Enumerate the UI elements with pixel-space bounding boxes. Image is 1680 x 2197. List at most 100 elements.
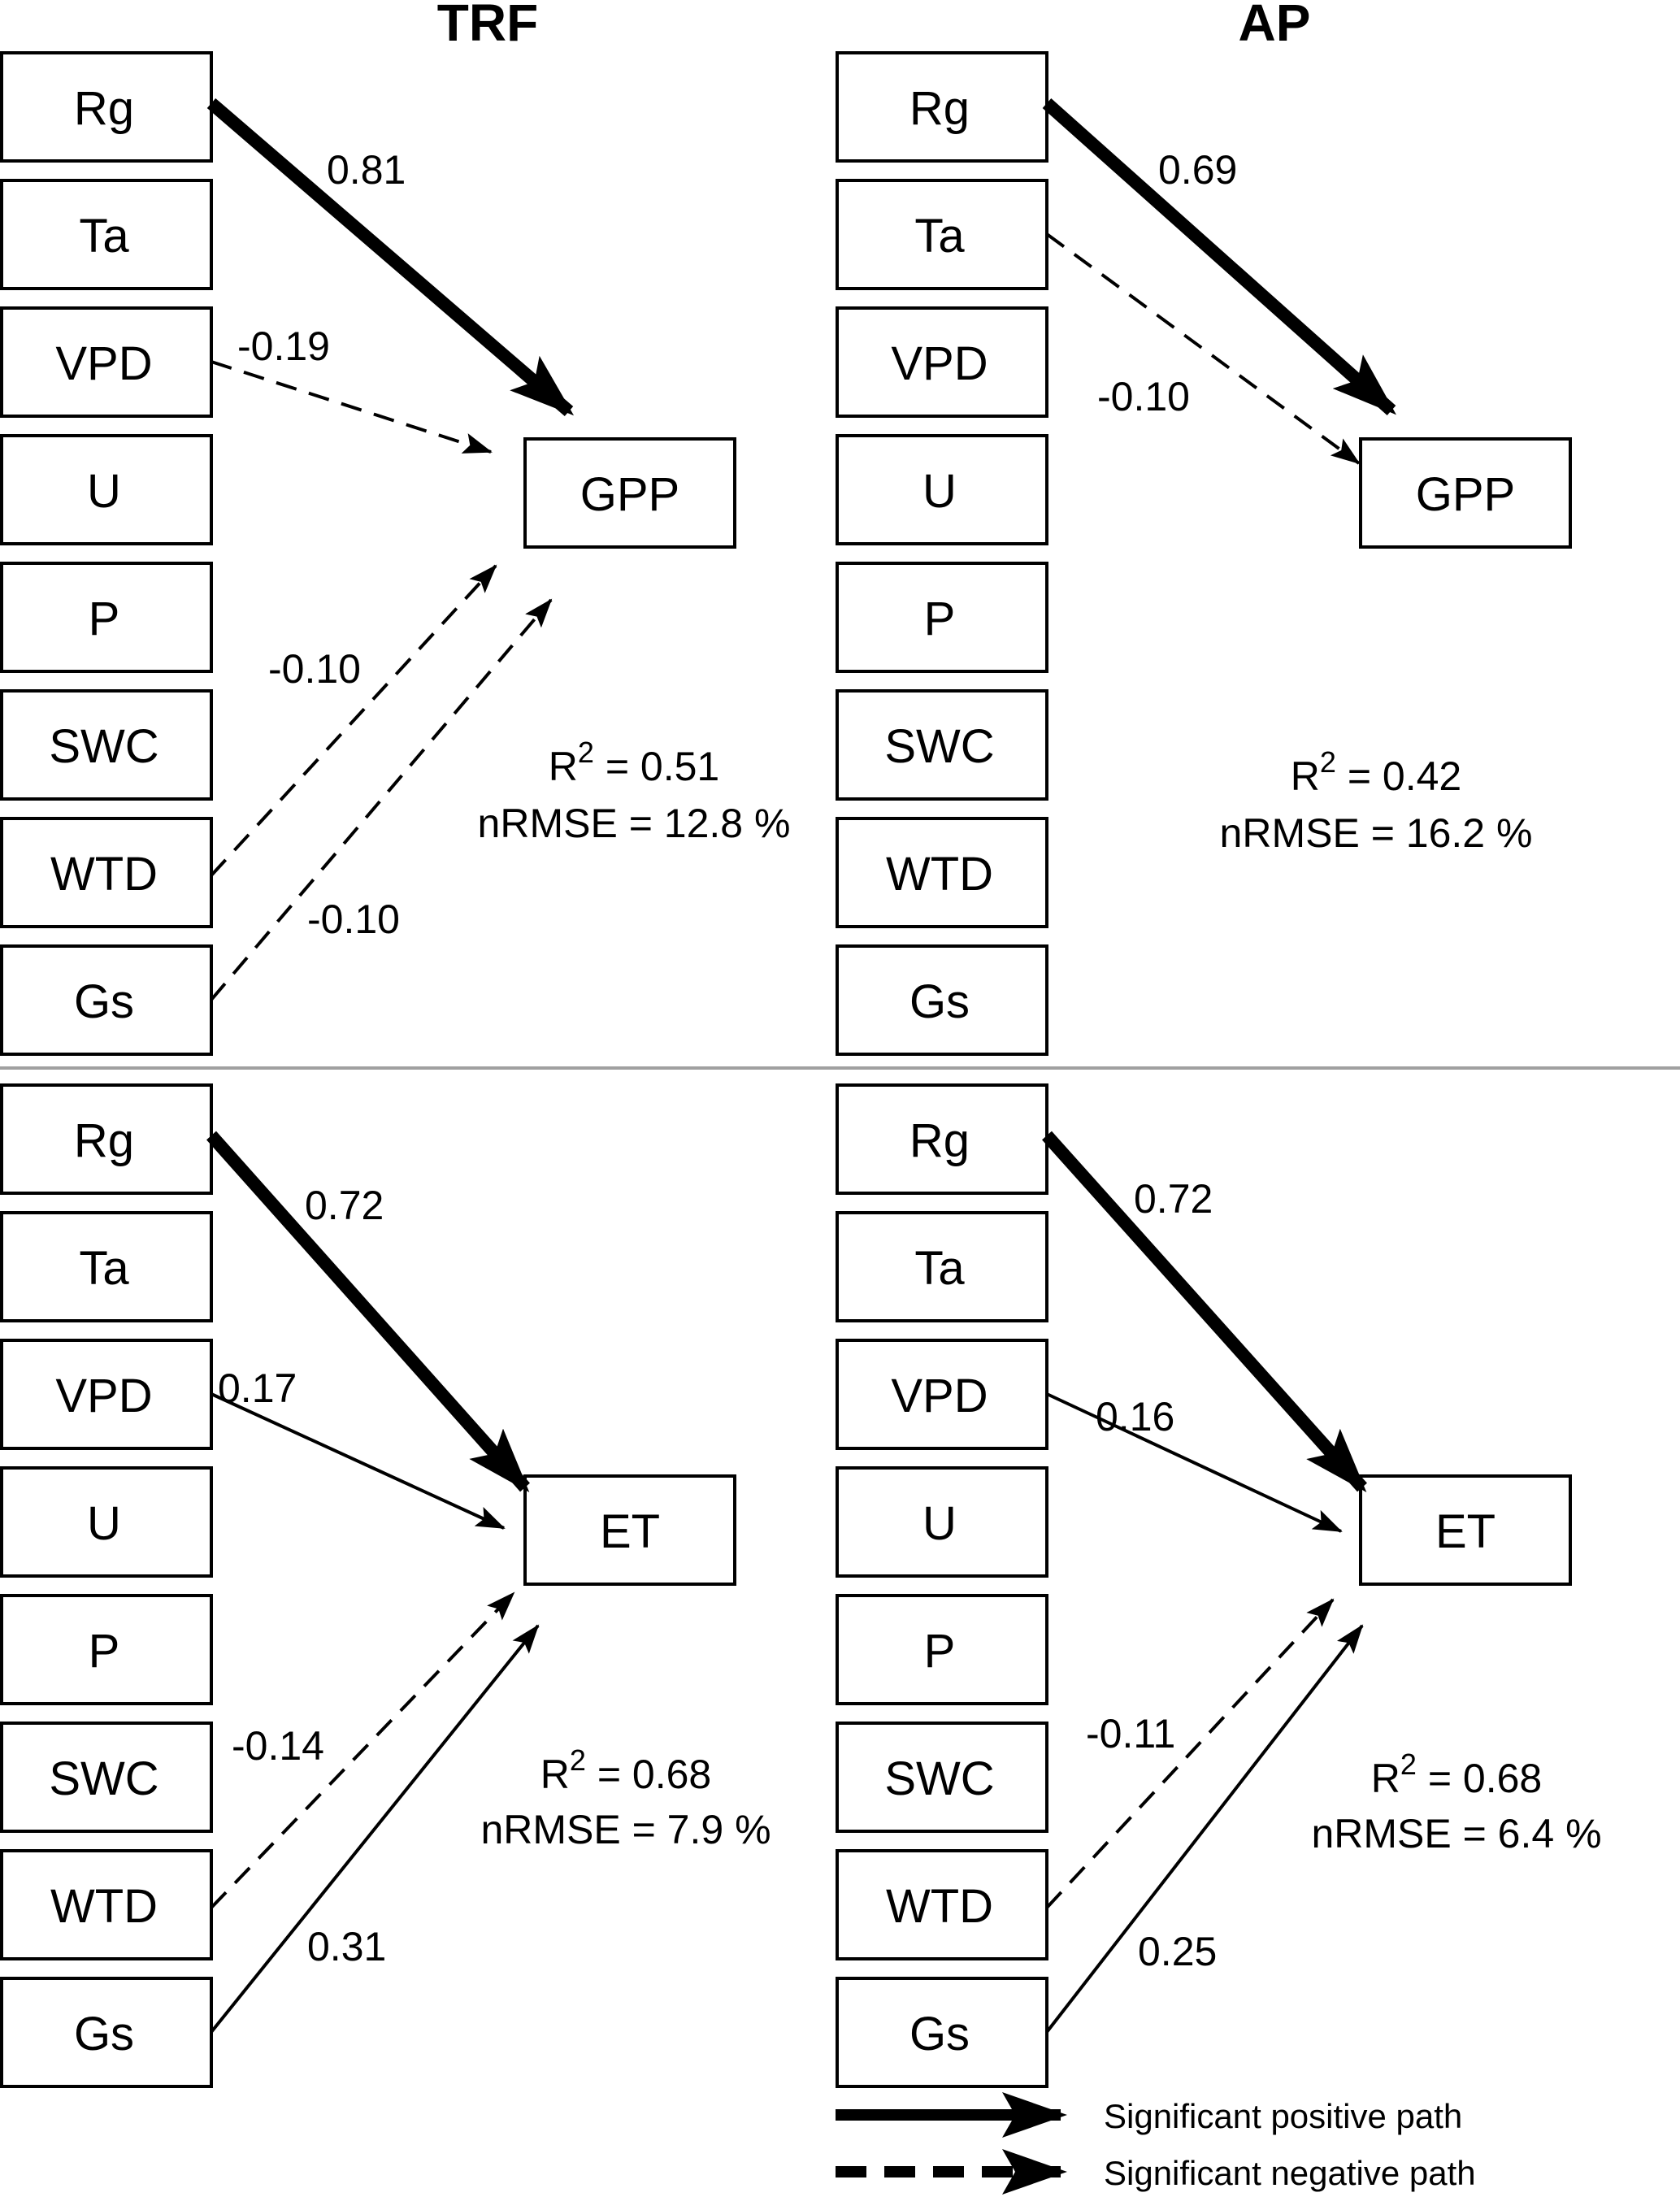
predictor-label: U: [87, 1497, 121, 1550]
panel-trf-gpp: RgTaVPDUPSWCWTDGsGPP0.81-0.19-0.10-0.10R…: [0, 51, 791, 1056]
predictor-label: SWC: [49, 1752, 158, 1805]
predictor-box-u: U: [0, 1466, 213, 1578]
predictor-label: Ta: [914, 1242, 965, 1295]
predictor-box-vpd: VPD: [836, 306, 1048, 418]
predictor-label: P: [89, 1625, 120, 1678]
r-squared: R2 = 0.42: [1291, 745, 1461, 799]
predictor-box-p: P: [0, 562, 213, 673]
r-squared-superscript: 2: [578, 736, 594, 769]
path-arrow-gs: [210, 598, 553, 1001]
predictor-label: P: [89, 593, 120, 645]
r-squared: R2 = 0.51: [549, 736, 719, 789]
path-arrow-rg: [206, 1131, 530, 1492]
predictor-box-vpd: VPD: [836, 1339, 1048, 1450]
path-arrow-rg: [1042, 1131, 1367, 1492]
predictor-label: WTD: [50, 848, 158, 901]
predictor-box-p: P: [836, 1594, 1048, 1705]
predictor-label: Gs: [74, 2008, 134, 2060]
predictor-label: Gs: [909, 2008, 970, 2060]
predictor-box-vpd: VPD: [0, 1339, 213, 1450]
predictor-label: Ta: [914, 210, 965, 263]
path-coef-rg: 0.81: [327, 147, 406, 193]
predictor-box-u: U: [836, 1466, 1048, 1578]
path-arrow-gs: [210, 1624, 540, 2034]
path-coef-gs: 0.31: [307, 1924, 386, 1969]
path-arrow-rg: [1042, 98, 1396, 415]
predictor-label: VPD: [891, 337, 988, 390]
predictor-box-vpd: VPD: [0, 306, 213, 418]
predictor-box-gs: Gs: [836, 944, 1048, 1056]
path-coef-wtd: -0.11: [1086, 1711, 1175, 1756]
r-squared-symbol: R: [1291, 753, 1320, 799]
predictor-box-ta: Ta: [0, 179, 213, 290]
path-arrow-gs: [1045, 1624, 1364, 2034]
path-arrow-ta: [1045, 232, 1361, 465]
path-coef-wtd: -0.14: [232, 1723, 324, 1769]
predictor-box-u: U: [836, 434, 1048, 545]
predictor-box-wtd: WTD: [0, 1849, 213, 1960]
panels-layer: RgTaVPDUPSWCWTDGsGPP0.81-0.19-0.10-0.10R…: [0, 51, 1602, 2088]
predictor-label: SWC: [884, 720, 994, 773]
predictor-box-swc: SWC: [0, 689, 213, 801]
predictor-label: WTD: [886, 1880, 993, 1933]
r-squared-symbol: R: [540, 1752, 570, 1797]
legend: Significant positive path Significant ne…: [836, 2092, 1476, 2195]
predictor-label: P: [924, 593, 956, 645]
r-squared-value: = 0.68: [1417, 1756, 1542, 1801]
r-squared-superscript: 2: [1400, 1748, 1417, 1781]
legend-negative-label: Significant negative path: [1104, 2154, 1476, 2192]
predictor-box-swc: SWC: [836, 1722, 1048, 1833]
r-squared-value: = 0.68: [586, 1752, 711, 1797]
nrmse: nRMSE = 6.4 %: [1311, 1811, 1601, 1856]
path-coef-gs: 0.25: [1138, 1929, 1217, 1974]
nrmse: nRMSE = 7.9 %: [480, 1807, 771, 1852]
r-squared: R2 = 0.68: [540, 1743, 711, 1797]
predictor-label: WTD: [50, 1880, 158, 1933]
predictor-label: Rg: [909, 82, 970, 135]
legend-positive-label: Significant positive path: [1104, 2097, 1462, 2135]
path-coef-ta: -0.10: [1097, 374, 1190, 419]
path-arrow-wtd: [210, 564, 497, 877]
predictor-box-wtd: WTD: [0, 817, 213, 928]
r-squared-superscript: 2: [1320, 745, 1336, 779]
predictor-label: Ta: [79, 210, 129, 263]
nrmse: nRMSE = 12.8 %: [478, 801, 791, 846]
path-arrow-vpd: [211, 1392, 506, 1530]
predictor-box-swc: SWC: [0, 1722, 213, 1833]
predictor-box-gs: Gs: [0, 1977, 213, 2088]
r-squared-value: = 0.42: [1336, 753, 1461, 799]
target-label: GPP: [580, 468, 680, 521]
predictor-box-rg: Rg: [0, 51, 213, 163]
predictor-label: Ta: [79, 1242, 129, 1295]
predictor-label: VPD: [55, 337, 152, 390]
predictor-label: Rg: [74, 82, 134, 135]
target-box-gpp: GPP: [1359, 437, 1572, 549]
predictor-label: Gs: [74, 975, 134, 1028]
target-label: ET: [600, 1505, 660, 1558]
predictor-box-rg: Rg: [0, 1083, 213, 1195]
predictor-box-rg: Rg: [836, 1083, 1048, 1195]
predictor-box-wtd: WTD: [836, 1849, 1048, 1960]
predictor-label: Rg: [909, 1114, 970, 1167]
predictor-box-swc: SWC: [836, 689, 1048, 801]
predictor-label: SWC: [884, 1752, 994, 1805]
predictor-label: P: [924, 1625, 956, 1678]
predictor-label: VPD: [55, 1370, 152, 1422]
path-arrow-wtd: [210, 1591, 515, 1909]
title-trf: TRF: [437, 0, 538, 52]
r-squared-value: = 0.51: [594, 744, 719, 789]
predictor-label: SWC: [49, 720, 158, 773]
path-coef-gs: -0.10: [307, 897, 400, 942]
r-squared-symbol: R: [549, 744, 578, 789]
path-coef-rg: 0.69: [1158, 147, 1237, 193]
target-label: ET: [1435, 1505, 1496, 1558]
predictor-box-ta: Ta: [836, 179, 1048, 290]
predictor-box-gs: Gs: [0, 944, 213, 1056]
r-squared: R2 = 0.68: [1371, 1748, 1542, 1801]
path-coef-vpd: -0.19: [237, 323, 330, 369]
predictor-box-p: P: [836, 562, 1048, 673]
path-coef-wtd: -0.10: [268, 646, 361, 692]
predictor-label: Rg: [74, 1114, 134, 1167]
